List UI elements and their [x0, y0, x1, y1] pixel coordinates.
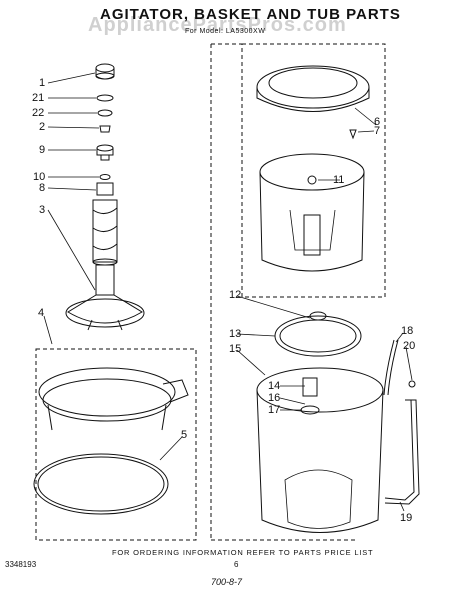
callout-6: 6: [374, 116, 381, 128]
callout-2: 2: [39, 121, 46, 133]
callout-18: 18: [401, 325, 414, 337]
callout-8: 8: [39, 182, 46, 194]
callout-13: 13: [229, 328, 242, 340]
callout-19: 19: [400, 512, 413, 524]
hose-assembly: [383, 339, 420, 505]
dog-assembly: [96, 144, 114, 161]
balance-ring: [256, 65, 370, 112]
callout-12: 12: [229, 289, 242, 301]
callout-5: 5: [181, 429, 188, 441]
callout-11: 11: [333, 174, 345, 186]
screw-7: [349, 129, 357, 140]
tub-gasket: [33, 453, 169, 515]
basket-box: [241, 43, 386, 298]
part-number: 3348193: [5, 560, 37, 569]
page-number: 6: [234, 560, 239, 569]
callout-9: 9: [39, 144, 46, 156]
callout-1: 1: [39, 77, 46, 89]
callout-22: 22: [32, 107, 45, 119]
part-2: [99, 125, 111, 133]
callout-16: 16: [268, 392, 281, 404]
callout-4: 4: [38, 307, 45, 319]
tub-ring-box: [35, 348, 197, 541]
seal-21: [96, 94, 114, 102]
assembly-boxes: [35, 43, 386, 541]
hub-assembly: [274, 311, 362, 357]
model-line: For Model: LA5300XW: [185, 28, 266, 35]
tub-ring: [38, 367, 189, 431]
callout-20: 20: [403, 340, 416, 352]
agitator-base: [65, 264, 145, 331]
callout-14: 14: [268, 380, 281, 392]
wash-basket: [259, 153, 365, 272]
part-10: [99, 174, 111, 180]
callout-3: 3: [39, 204, 46, 216]
callout-17: 17: [268, 404, 281, 416]
revision-code: 700-8-7: [211, 577, 243, 587]
ordering-note: FOR ORDERING INFORMATION REFER TO PARTS …: [112, 548, 374, 557]
washer-22: [97, 109, 113, 117]
outer-tub: [256, 367, 384, 533]
callout-7: 7: [374, 125, 381, 137]
callout-21: 21: [32, 92, 45, 104]
agitator-cap: [95, 63, 115, 80]
agitator-auger: [92, 182, 118, 266]
callout-15: 15: [229, 343, 242, 355]
watermark: AppliancePartsPros.com: [88, 14, 347, 36]
leader-lines: [43, 72, 413, 512]
diagram-title: AGITATOR, BASKET AND TUB PARTS: [100, 6, 401, 23]
callout-10: 10: [33, 171, 46, 183]
